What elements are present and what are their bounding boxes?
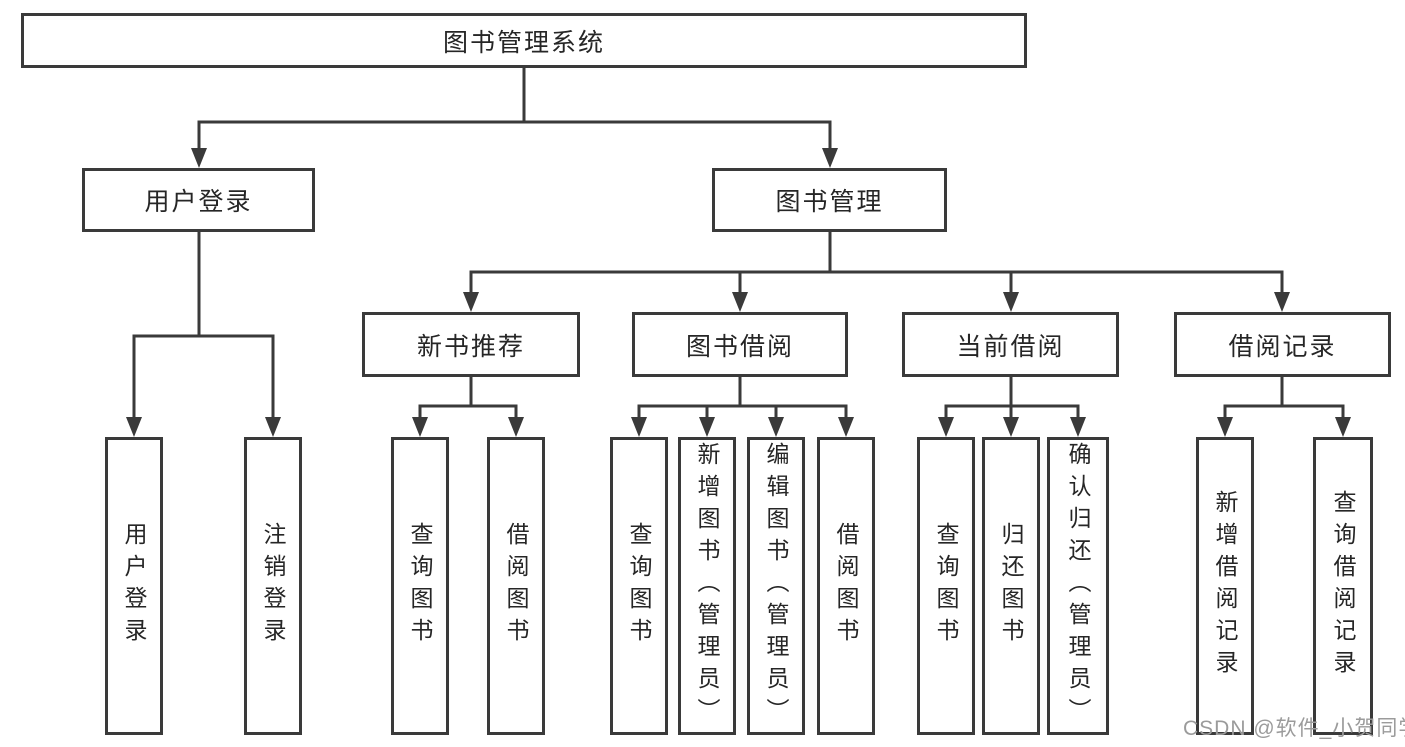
leaf-edit-book-admin: 编辑图书（管理员） xyxy=(747,437,805,735)
arrow-down-icon xyxy=(1274,292,1290,312)
arrow-down-icon xyxy=(191,148,207,168)
arrow-down-icon xyxy=(768,417,784,437)
csdn-watermark: CSDN @软件_小贺同学 xyxy=(1183,717,1405,740)
arrow-down-icon xyxy=(463,292,479,312)
arrow-down-icon xyxy=(1003,417,1019,437)
arrow-down-icon xyxy=(508,417,524,437)
leaf-query-books-borrowing: 查询图书 xyxy=(610,437,668,735)
leaf-add-borrow-record: 新增借阅记录 xyxy=(1196,437,1254,735)
leaf-query-books-current: 查询图书 xyxy=(917,437,975,735)
arrow-down-icon xyxy=(838,417,854,437)
arrow-down-icon xyxy=(732,292,748,312)
arrow-down-icon xyxy=(1335,417,1351,437)
node-borrowing-records: 借阅记录 xyxy=(1174,312,1391,377)
arrow-down-icon xyxy=(699,417,715,437)
node-book-management: 图书管理 xyxy=(712,168,947,232)
arrow-down-icon xyxy=(938,417,954,437)
leaf-return-books: 归还图书 xyxy=(982,437,1040,735)
node-new-book-recommendation: 新书推荐 xyxy=(362,312,580,377)
arrow-down-icon xyxy=(1003,292,1019,312)
leaf-confirm-return-admin: 确认归还（管理员） xyxy=(1047,437,1109,735)
connector-path xyxy=(132,66,1345,423)
leaf-borrow-books: 借阅图书 xyxy=(817,437,875,735)
node-user-login: 用户登录 xyxy=(82,168,315,232)
arrow-down-icon xyxy=(412,417,428,437)
arrow-down-icon xyxy=(126,417,142,437)
arrow-down-icons xyxy=(126,148,1351,437)
arrow-down-icon xyxy=(631,417,647,437)
leaf-add-book-admin: 新增图书（管理员） xyxy=(678,437,736,735)
leaf-query-books-recommend: 查询图书 xyxy=(391,437,449,735)
node-library-management-system: 图书管理系统 xyxy=(21,13,1027,68)
leaf-logout: 注销登录 xyxy=(244,437,302,735)
arrow-down-icon xyxy=(1070,417,1086,437)
arrow-down-icon xyxy=(265,417,281,437)
node-book-borrowing: 图书借阅 xyxy=(632,312,848,377)
leaf-user-login: 用户登录 xyxy=(105,437,163,735)
leaf-query-borrow-record: 查询借阅记录 xyxy=(1313,437,1373,735)
node-current-borrowing: 当前借阅 xyxy=(902,312,1119,377)
arrow-down-icon xyxy=(822,148,838,168)
arrow-down-icon xyxy=(1217,417,1233,437)
leaf-borrow-books-recommend: 借阅图书 xyxy=(487,437,545,735)
